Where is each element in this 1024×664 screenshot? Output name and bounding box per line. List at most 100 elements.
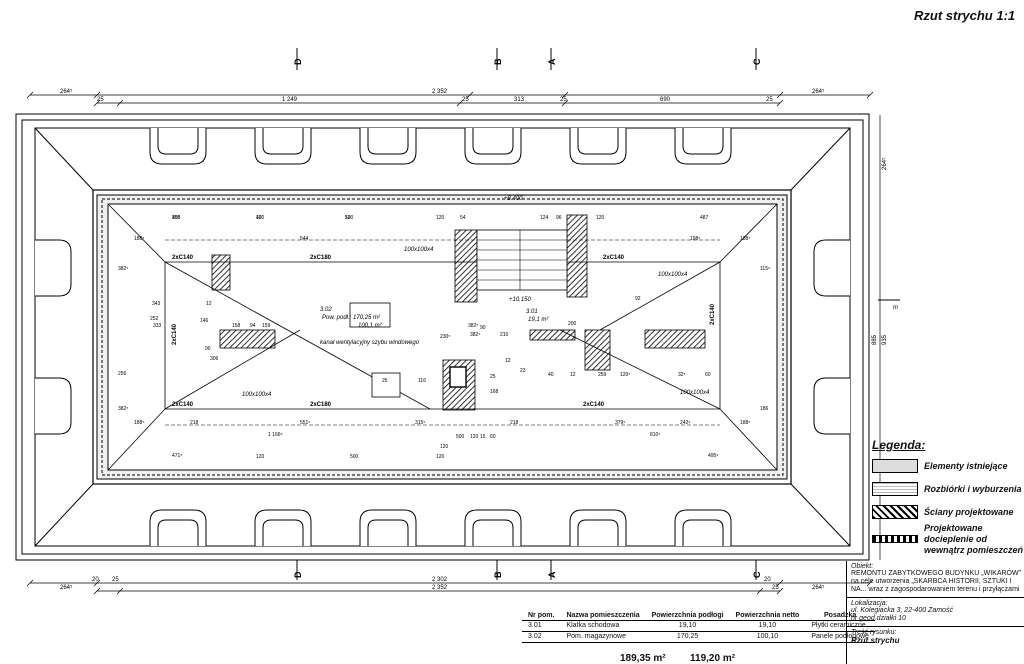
section-label: A bbox=[547, 571, 557, 578]
dormer bbox=[464, 128, 522, 165]
section-label: D bbox=[293, 571, 303, 578]
dim-bot-6: 264⁵ bbox=[60, 584, 73, 591]
dim-tick bbox=[26, 91, 34, 99]
room-302-area: Pow. podł.: 170,25 m² bbox=[322, 315, 381, 321]
interior-dim-label: 487 bbox=[700, 215, 709, 221]
interior-dim-label: 25 bbox=[490, 374, 496, 380]
interior-dim-label: 120 bbox=[440, 444, 449, 450]
legend-label: Elementy istniejące bbox=[924, 460, 1008, 471]
dormer bbox=[464, 509, 522, 546]
interior-dim-label: 40 bbox=[548, 372, 554, 378]
interior-dim-label: 120 bbox=[436, 215, 445, 221]
interior-dim-label: 90 bbox=[480, 325, 486, 331]
interior-dim-label: 188⁵ bbox=[740, 420, 750, 426]
cell: 170,25 bbox=[645, 631, 730, 643]
cell: Panele podłogowe bbox=[805, 631, 875, 643]
cell: 100,10 bbox=[729, 631, 806, 643]
dormer bbox=[254, 509, 312, 546]
interior-dim-label: 544 bbox=[300, 236, 309, 242]
beam-label-7: 2xC140 bbox=[172, 323, 178, 345]
room-302-no: 3.02 bbox=[320, 307, 332, 313]
section-label: B bbox=[493, 58, 503, 65]
interior-dim-label: 218 bbox=[190, 420, 199, 426]
legend-label: Projektowane docieplenie od wewnątrz pom… bbox=[924, 522, 1024, 555]
dormer bbox=[813, 239, 850, 297]
dim-bot-4: 20 bbox=[764, 577, 771, 583]
dormer bbox=[674, 128, 732, 165]
dim-top-6: 25 bbox=[462, 97, 469, 103]
dim-tick bbox=[776, 91, 784, 99]
interior-dim-label: 500 bbox=[350, 454, 359, 460]
post-label-2: 100x100x4 bbox=[658, 272, 688, 278]
beam-label-1: 2xC140 bbox=[172, 255, 194, 261]
dim-bot-2: 25 bbox=[112, 577, 119, 583]
beam-label-4: 2xC140 bbox=[172, 402, 194, 408]
section-label: B bbox=[493, 571, 503, 578]
col-name: Nazwa pomieszczenia bbox=[560, 612, 646, 621]
interior-dim-label: 158 bbox=[232, 323, 241, 329]
cell: 3.02 bbox=[522, 631, 561, 643]
legend-item-insulation: Projektowane docieplenie od wewnątrz pom… bbox=[872, 523, 1024, 555]
sheet-title: Rzut strychu 1:1 bbox=[914, 8, 1016, 23]
dormer bbox=[569, 509, 627, 546]
obiekt-label: Obiekt: bbox=[851, 563, 874, 570]
total-net-area: 119,20 m² bbox=[690, 653, 736, 664]
dim-tick bbox=[866, 579, 874, 587]
interior-dim-label: 1 166⁵ bbox=[268, 432, 283, 438]
interior-dim-label: 120 bbox=[596, 215, 605, 221]
dim-top-10: 25 bbox=[766, 97, 773, 103]
interior-dim-label: 471⁵ bbox=[172, 453, 182, 459]
interior-dim-label: 455 bbox=[172, 215, 181, 221]
section-label: C bbox=[752, 571, 762, 578]
beam-label-2: 2xC180 bbox=[310, 255, 332, 261]
interior-dim-label: 242⁵ bbox=[680, 420, 690, 426]
dormer bbox=[359, 509, 417, 546]
interior-dim-label: 12 bbox=[505, 358, 511, 364]
interior-dim-label: 12 bbox=[345, 215, 351, 221]
location-label: Lokalizacja: bbox=[851, 600, 888, 607]
dim-right-1: 264⁵ bbox=[881, 157, 888, 170]
interior-dim-label: 188⁵ bbox=[134, 236, 144, 242]
dim-right-3: 935 bbox=[882, 334, 888, 345]
interior-dim-label: 120 bbox=[436, 454, 445, 460]
interior-dim-label: 15 bbox=[480, 434, 486, 440]
room-301-no: 3.01 bbox=[526, 309, 538, 315]
interior-dim-label: 188⁵ bbox=[740, 236, 750, 242]
interior-dim-label: 146 bbox=[200, 318, 209, 324]
interior-dim-label: 12 bbox=[570, 372, 576, 378]
cell: 19,10 bbox=[645, 620, 730, 632]
cell: 3.01 bbox=[522, 620, 561, 632]
interior-dim-label: 500 bbox=[345, 215, 354, 221]
dim-top-7: 313 bbox=[514, 97, 525, 103]
interior-dim-label: 382⁵ bbox=[468, 323, 478, 329]
interior-dim-label: 230⁵ bbox=[440, 334, 450, 340]
interior-dim-label: 40 bbox=[256, 215, 262, 221]
dim-tick bbox=[561, 99, 569, 107]
insulation-swatch bbox=[872, 535, 918, 543]
dim-top-5: 1 249 bbox=[282, 97, 298, 103]
cell: Płytki ceramiczne bbox=[805, 620, 875, 632]
dim-bot-3: 2 302 bbox=[432, 577, 448, 583]
interior-dim-label: 306 bbox=[210, 356, 219, 362]
legend-item-proj-walls: Ściany projektowane bbox=[872, 504, 1024, 520]
section-label: C bbox=[752, 58, 762, 65]
interior-dim-label: 54 bbox=[460, 215, 466, 221]
interior-dim-label: 252 bbox=[150, 316, 159, 322]
dim-tick bbox=[776, 579, 784, 587]
interior-dim-label: 115⁵ bbox=[760, 266, 770, 272]
interior-dim-label: 551⁵ bbox=[300, 420, 310, 426]
dormer bbox=[35, 377, 72, 435]
interior-dim-label: 124 bbox=[540, 215, 549, 221]
dim-tick bbox=[93, 99, 101, 107]
dormer bbox=[254, 128, 312, 165]
parcel-value: nr geod.działki 10 bbox=[851, 615, 906, 622]
dim-top-4: 25 bbox=[97, 97, 104, 103]
col-floor-type: Posadzka bbox=[805, 612, 875, 621]
dim-top-3: 264⁵ bbox=[812, 88, 825, 95]
dim-tick bbox=[466, 91, 474, 99]
interior-dim-label: 500 bbox=[456, 434, 465, 440]
dormer bbox=[674, 509, 732, 546]
interior-dim-label: 379⁵ bbox=[615, 420, 625, 426]
interior-dim-label: 25 bbox=[382, 378, 388, 384]
